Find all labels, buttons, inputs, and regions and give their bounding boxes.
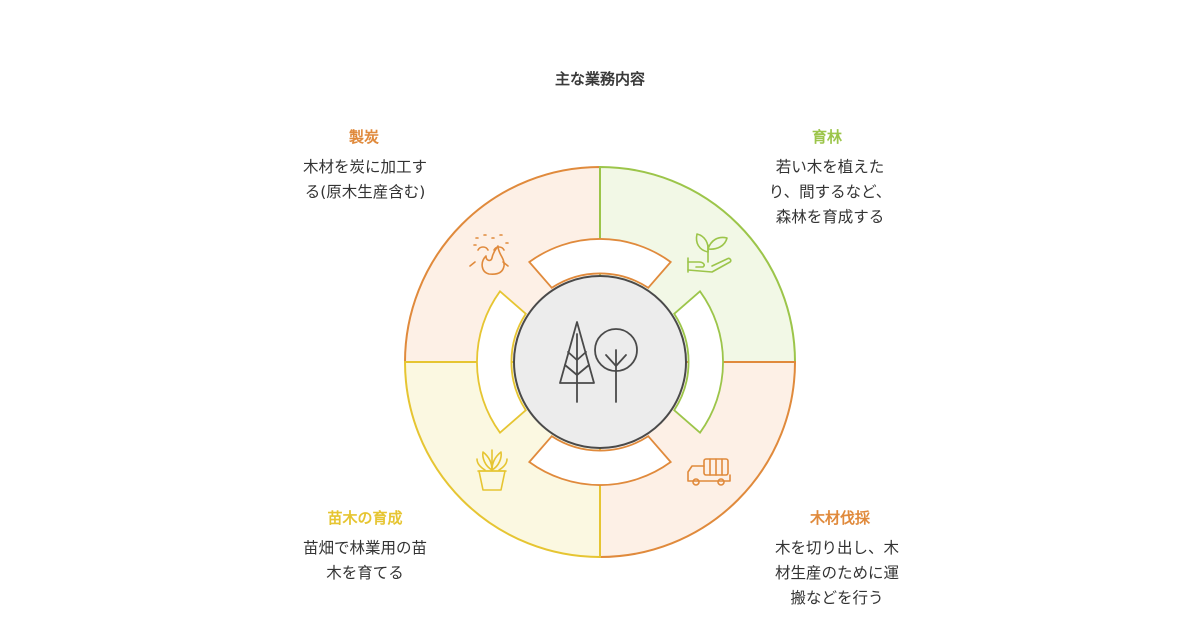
description-line: 若い木を植えた (775, 158, 885, 176)
description-line: 森林を育成する (775, 208, 885, 226)
potted-seedling-icon (476, 449, 508, 491)
segment-description-bassai: 木を切り出し、木 材生産のために運 搬などを行う (742, 536, 932, 611)
description-line: 搬などを行う (790, 589, 884, 607)
segment-description-seitan: 木材を炭に加工す る(原木生産含む) (270, 155, 460, 205)
arc-right (673, 289, 724, 435)
segment-description-naegi: 苗畑で林業用の苗 木を育てる (270, 536, 460, 586)
segment-description-ikurin: 若い木を植えた り、間するなど、 森林を育成する (750, 155, 910, 230)
arc-left (476, 289, 527, 435)
description-line: 木を育てる (326, 564, 404, 582)
description-line: 木を切り出し、木 (774, 539, 899, 557)
segment-heading-ikurin: 育林 (811, 128, 842, 146)
description-line: る(原木生産含む) (304, 183, 426, 201)
description-line: り、間するなど、 (768, 183, 892, 201)
segment-heading-bassai: 木材伐採 (809, 509, 870, 527)
description-line: 材生産のために運 (774, 564, 899, 582)
arc-bottom (527, 435, 673, 486)
segment-heading-seitan: 製炭 (348, 128, 379, 146)
center-circle (513, 275, 687, 449)
diagram-title: 主な業務内容 (554, 70, 645, 88)
description-line: 木材を炭に加工す (302, 158, 427, 176)
segment-heading-naegi: 苗木の育成 (327, 509, 403, 527)
log-truck-icon (687, 458, 731, 486)
description-line: 苗畑で林業用の苗 (302, 539, 427, 557)
trees-icon (559, 321, 638, 403)
plant-hand-icon (687, 233, 732, 273)
arc-top (527, 238, 673, 289)
fire-icon (469, 234, 509, 275)
